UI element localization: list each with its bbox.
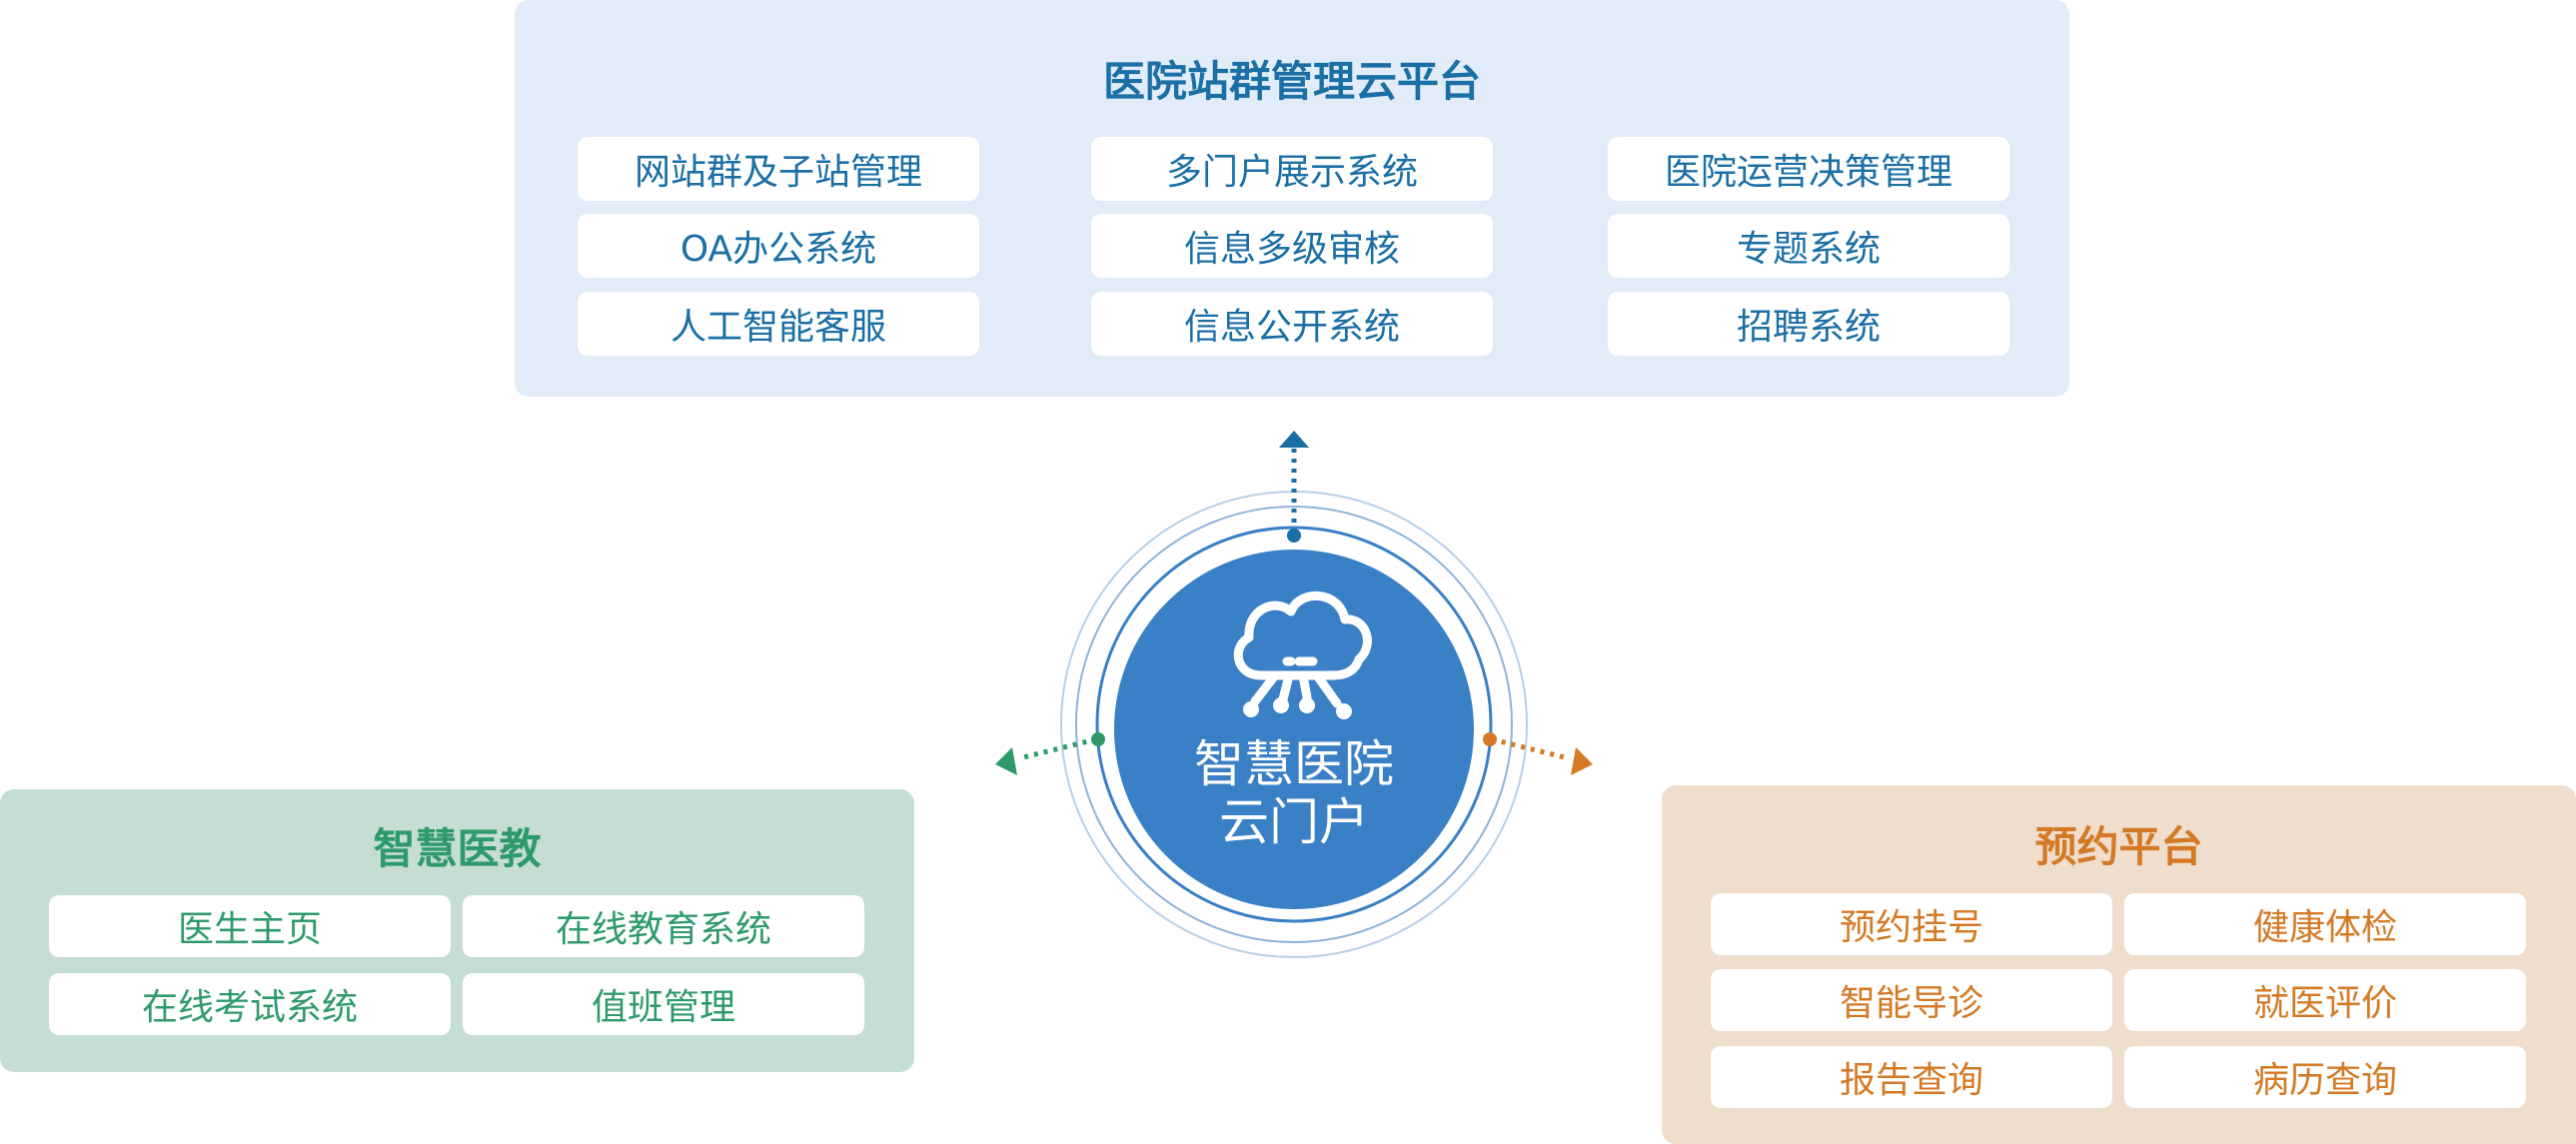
module-topic: 专题系统: [1608, 214, 2009, 278]
module-duty-management: 值班管理: [463, 973, 864, 1035]
module-doctor-home: 医生主页: [49, 895, 451, 957]
module-online-exam: 在线考试系统: [49, 973, 451, 1035]
outer-ring: [1060, 491, 1528, 958]
appointment-panel: 预约平台 预约挂号 健康体检 智能导诊 就医评价 报告查询 病历查询: [1662, 785, 2576, 1144]
arrow-head-right: [1571, 747, 1593, 775]
module-report-query: 报告查询: [1711, 1046, 2112, 1108]
module-online-education: 在线教育系统: [463, 895, 864, 957]
module-registration: 预约挂号: [1711, 893, 2112, 955]
node-dot-top: [1287, 529, 1301, 543]
module-smart-guide: 智能导诊: [1711, 969, 2112, 1031]
module-operation-decision: 医院运营决策管理: [1608, 137, 2009, 201]
module-info-disclosure: 信息公开系统: [1091, 292, 1493, 356]
module-ai-service: 人工智能客服: [578, 292, 979, 356]
hub-circle: [1114, 550, 1474, 909]
hub-label-line1: 智慧医院: [1194, 735, 1394, 793]
module-visit-evaluation: 就医评价: [2124, 969, 2526, 1031]
module-record-query: 病历查询: [2124, 1046, 2526, 1108]
medical-education-title: 智慧医教: [373, 824, 542, 873]
module-multi-portal: 多门户展示系统: [1091, 137, 1493, 201]
arrow-head-left: [995, 747, 1017, 775]
appointment-title: 预约平台: [2034, 822, 2203, 871]
middle-ring: [1075, 506, 1513, 943]
node-dot-right: [1483, 732, 1497, 746]
cloud-node-dots: [1243, 697, 1352, 719]
medical-education-panel: 智慧医教 医生主页 在线教育系统 在线考试系统 值班管理: [0, 789, 914, 1072]
module-recruitment: 招聘系统: [1608, 292, 2009, 356]
inner-ring: [1095, 526, 1493, 923]
cloud-platform-title: 医院站群管理云平台: [1102, 57, 1481, 106]
module-health-check: 健康体检: [2124, 893, 2526, 955]
arrow-to-right: [1491, 736, 1570, 761]
module-site-group: 网站群及子站管理: [578, 137, 979, 201]
module-oa: OA办公系统: [578, 214, 979, 278]
arrow-to-left: [1018, 736, 1097, 761]
cloud-network-icon: [1233, 591, 1372, 708]
hub-label-line2: 云门户: [1219, 793, 1369, 851]
arrow-head-top: [1279, 431, 1309, 448]
module-multi-review: 信息多级审核: [1091, 214, 1493, 278]
node-dot-left: [1091, 732, 1105, 746]
cloud-platform-panel: 医院站群管理云平台 网站群及子站管理 多门户展示系统 医院运营决策管理 OA办公…: [515, 0, 2069, 397]
